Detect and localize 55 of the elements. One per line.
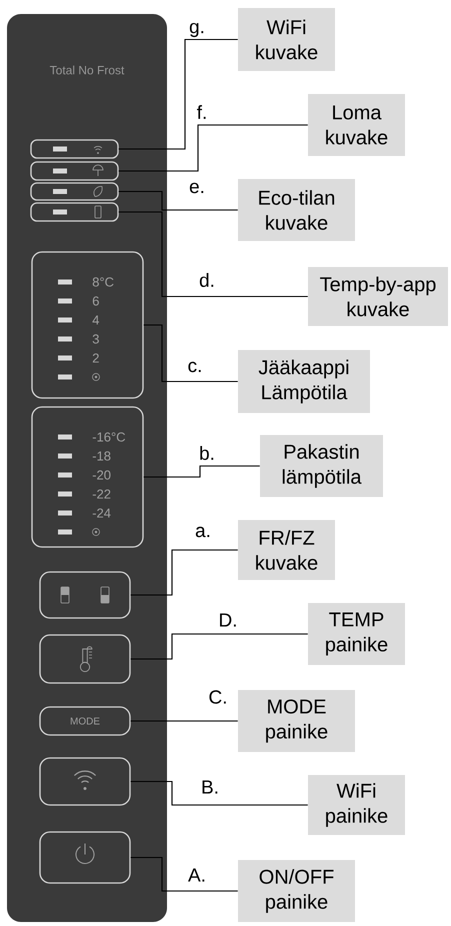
leader-line xyxy=(130,720,238,722)
edge-label: f. xyxy=(196,104,208,120)
edge-label: D. xyxy=(218,612,238,628)
edge-label: d. xyxy=(198,272,216,288)
indicator-row xyxy=(30,202,119,222)
temperature-value: -24 xyxy=(92,508,111,518)
callout-box: Loma kuvake xyxy=(308,94,405,156)
callout-box: FR/FZ kuvake xyxy=(238,520,335,580)
callout-box: Eco-tilan kuvake xyxy=(238,179,355,241)
edge-label: B. xyxy=(200,779,220,795)
indicator-row xyxy=(30,161,119,181)
leader-line xyxy=(118,190,238,211)
button xyxy=(39,634,131,684)
leader-line xyxy=(130,633,308,660)
temperature-display xyxy=(31,251,144,399)
leader-line xyxy=(118,124,308,172)
leader-line xyxy=(144,324,238,382)
temperature-value: -20 xyxy=(92,470,110,480)
edge-label: C. xyxy=(208,689,228,705)
temperature-value: 2 xyxy=(92,353,99,363)
callout-box: ON/OFF painike xyxy=(238,860,355,922)
edge-label: A. xyxy=(187,867,207,883)
temperature-value: 6 xyxy=(92,296,99,306)
temperature-value: 3 xyxy=(92,334,99,344)
button xyxy=(39,757,131,806)
temperature-display xyxy=(31,406,144,548)
callout-box: WiFi kuvake xyxy=(238,8,335,71)
callout-box: TEMP painike xyxy=(308,603,405,665)
edge-label: b. xyxy=(198,445,216,461)
callout-box: WiFi painike xyxy=(308,775,405,835)
edge-label: e. xyxy=(188,182,206,194)
callout-box: Temp-by-app kuvake xyxy=(308,267,448,326)
indicator-row xyxy=(30,182,119,201)
temperature-value: 4 xyxy=(92,316,100,324)
callout-box: MODE painike xyxy=(238,690,355,752)
edge-label: c. xyxy=(186,360,204,374)
button xyxy=(39,831,131,884)
temperature-value: -22 xyxy=(92,489,110,499)
temperature-value: 8°C xyxy=(92,277,114,287)
leader-line xyxy=(130,780,308,806)
leader-line xyxy=(144,465,260,478)
leader-line xyxy=(130,856,238,892)
leader-line xyxy=(118,38,238,150)
temperature-value: -18 xyxy=(92,451,110,461)
temperature-value: -16°C xyxy=(92,432,126,442)
leader-line xyxy=(130,549,238,596)
button xyxy=(39,706,131,736)
button-label: MODE xyxy=(70,717,100,725)
button xyxy=(39,571,131,619)
callout-box: Jääkaappi Lämpötila xyxy=(238,350,370,413)
leader-line xyxy=(118,211,308,298)
edge-label: a. xyxy=(194,526,212,538)
callout-box: Pakastin lämpötila xyxy=(260,435,383,497)
indicator-row xyxy=(30,139,119,159)
edge-label: g. xyxy=(188,22,206,38)
